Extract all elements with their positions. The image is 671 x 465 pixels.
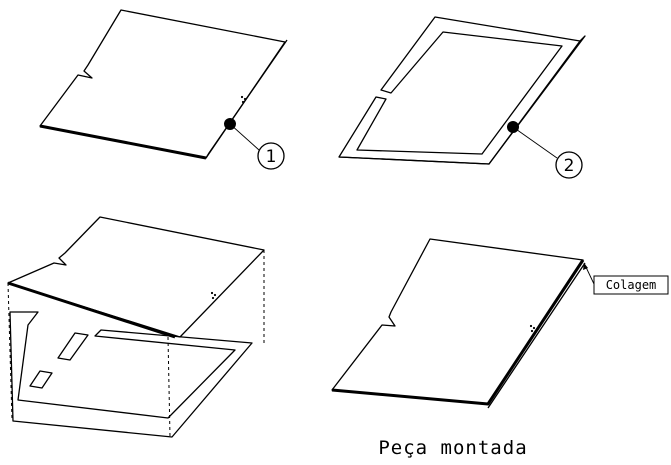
glue-label: Colagem	[606, 278, 657, 292]
exploded-assembly	[7, 216, 265, 438]
hinge-mark	[240, 95, 247, 104]
part-2-callout: 2	[507, 121, 583, 179]
part-2-label: 2	[564, 156, 575, 176]
part-1-label: 1	[266, 147, 277, 167]
hinge-mark	[529, 324, 536, 333]
hinge-mark	[210, 291, 217, 300]
assembled-part	[331, 238, 586, 409]
assembled-caption: Peça montada	[378, 437, 527, 459]
part-2-frame	[338, 16, 586, 165]
part-1-callout: 1	[224, 118, 285, 170]
part-2-balloon	[555, 151, 583, 179]
part-1-plate	[39, 9, 288, 160]
glue-callout: Colagem	[583, 262, 669, 295]
glue-label-box	[593, 275, 669, 295]
part-1-balloon	[257, 142, 285, 170]
